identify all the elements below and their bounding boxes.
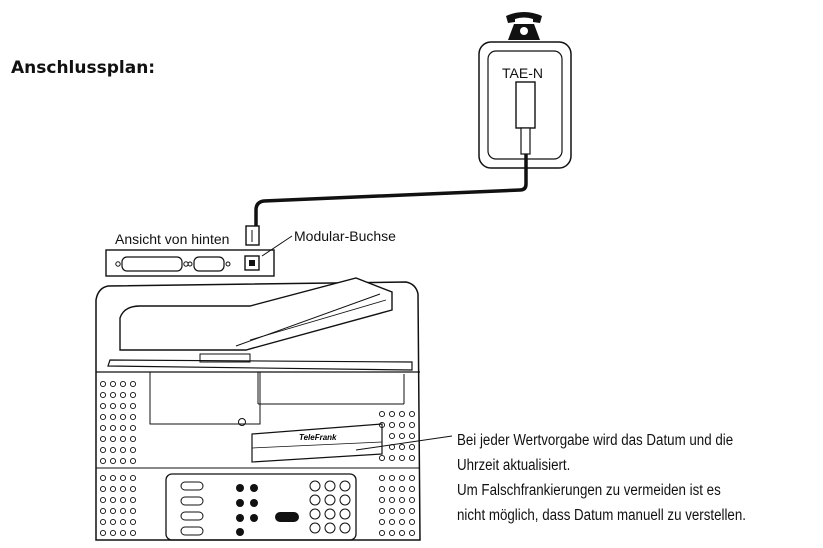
franking-machine: TeleFrank — [95, 277, 421, 541]
page-title: Anschlussplan: — [11, 58, 156, 78]
modular-jack-label: Modular-Buchse — [294, 228, 396, 244]
cable-plug — [245, 225, 260, 246]
tae-n-label: TAE-N — [502, 65, 543, 81]
tae-n-socket — [478, 41, 572, 169]
phone-cable — [254, 154, 528, 230]
modular-jack-pointer — [261, 235, 293, 257]
display-pointer — [355, 435, 453, 451]
note-line: Um Falschfrankierungen zu vermeiden ist … — [457, 482, 721, 499]
note-line: Uhrzeit aktualisiert. — [457, 457, 571, 474]
note-line: Bei jeder Wertvorgabe wird das Datum und… — [457, 432, 734, 449]
rear-panel — [105, 249, 275, 277]
date-note: Bei jeder Wertvorgabe wird das Datum und… — [457, 428, 767, 528]
brand-label: TeleFrank — [299, 433, 337, 442]
telephone-icon — [506, 12, 542, 40]
note-line: nicht möglich, dass Datum manuell zu ver… — [457, 507, 746, 524]
rear-view-label: Ansicht von hinten — [115, 231, 230, 247]
